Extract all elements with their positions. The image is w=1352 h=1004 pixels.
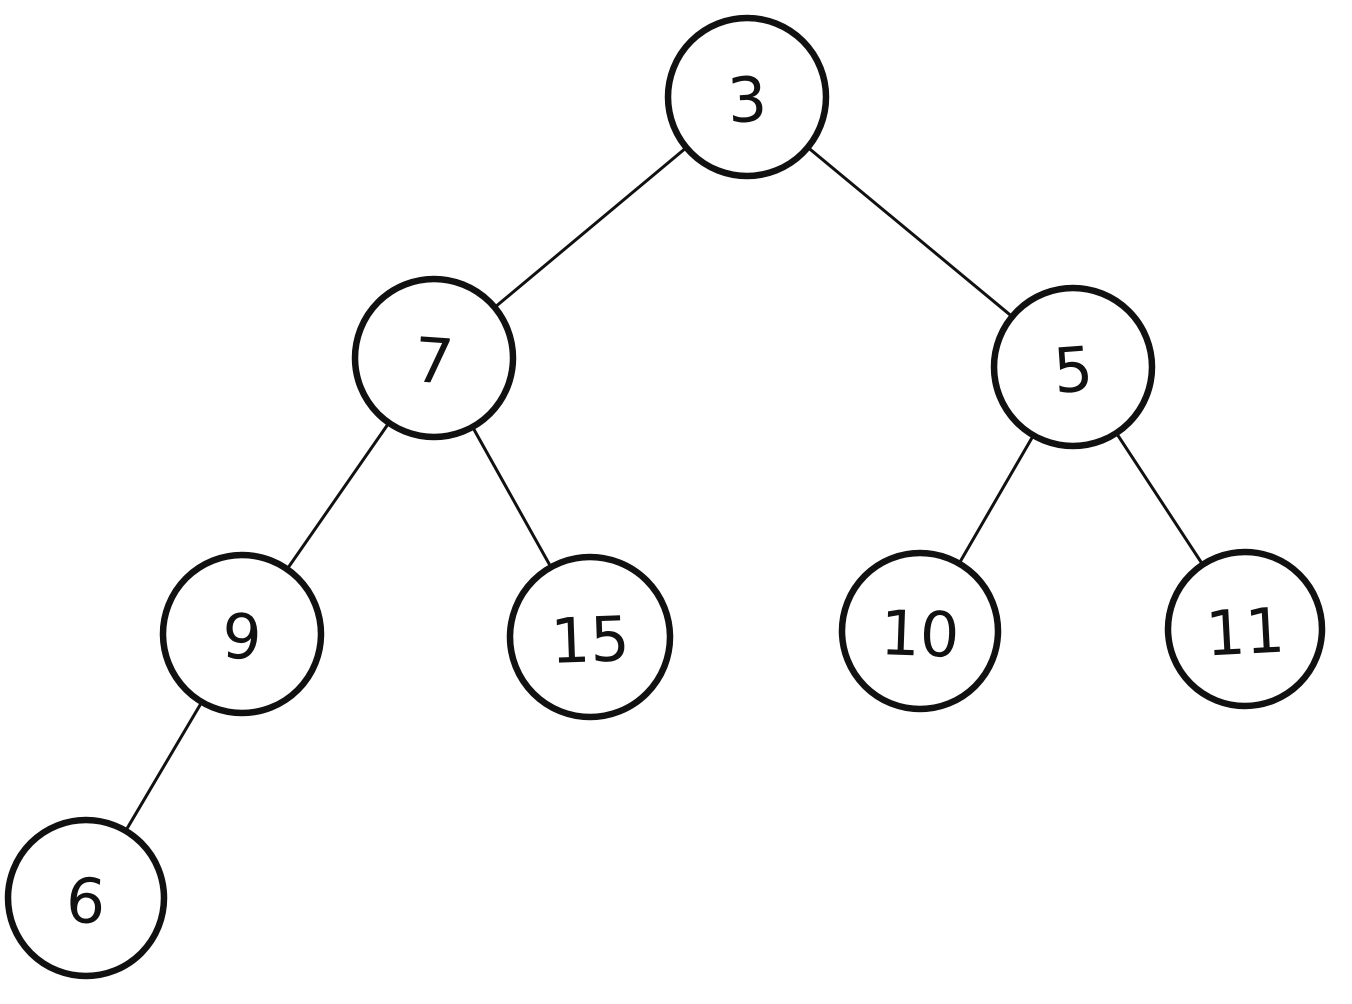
node-circle	[664, 14, 830, 180]
node-circle	[351, 275, 517, 441]
tree-node-3: 3	[664, 14, 830, 180]
node-circle	[838, 549, 1002, 713]
node-circle	[4, 816, 168, 980]
tree-node-7: 7	[351, 275, 517, 441]
node-circle	[506, 553, 674, 721]
tree-node-5: 5	[990, 284, 1156, 450]
node-label: 5	[1051, 332, 1095, 408]
tree-node-9: 9	[159, 551, 325, 717]
node-label: 3	[726, 63, 769, 138]
node-circle	[159, 551, 325, 717]
node-label: 6	[64, 863, 108, 939]
node-label: 15	[549, 602, 630, 678]
tree-node-10: 10	[838, 549, 1002, 713]
node-label: 9	[220, 600, 263, 675]
node-circle	[990, 284, 1156, 450]
tree-node-11: 11	[1164, 548, 1326, 710]
node-label: 10	[879, 596, 960, 672]
tree-node-6: 6	[4, 816, 168, 980]
node-label: 7	[412, 323, 456, 399]
tree-node-15: 15	[506, 553, 674, 721]
node-label: 11	[1204, 593, 1287, 670]
node-circle	[1164, 548, 1326, 710]
